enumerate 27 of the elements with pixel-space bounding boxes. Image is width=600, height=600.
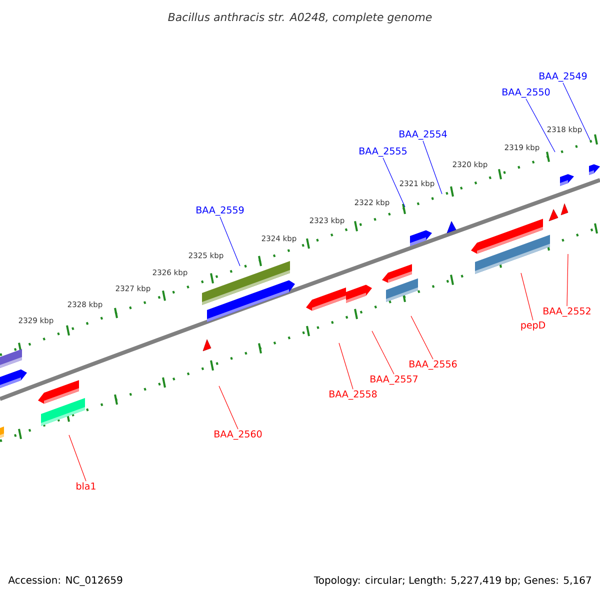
leader-line bbox=[410, 316, 434, 360]
gene-label: pepD bbox=[521, 322, 546, 330]
gene-label: BAA_2560 bbox=[214, 430, 262, 440]
gene-label: BAA_2554 bbox=[400, 130, 447, 140]
gene-label: BAA_2550 bbox=[502, 88, 550, 98]
leader-line bbox=[218, 386, 238, 430]
footer-text: Accession: NC_012659 bbox=[8, 576, 122, 586]
gene-label: bla1 bbox=[76, 482, 96, 490]
leader-line bbox=[566, 254, 568, 306]
title: Bacillus anthracis str. A0248, complete genome bbox=[168, 12, 432, 24]
leader-line bbox=[372, 330, 394, 374]
leader-line bbox=[520, 272, 534, 321]
leader-line bbox=[422, 140, 442, 194]
gene-label: BAA_2552 bbox=[544, 307, 590, 317]
gene-label: BAA_2557 bbox=[370, 375, 418, 385]
leader-line bbox=[68, 434, 86, 482]
footer-text: Topology: circular; Length: 5,227,419 bp; Genes: 5,167 bbox=[314, 576, 591, 586]
gene-label: BAA_2556 bbox=[410, 360, 457, 370]
gene-label: BAA_2558 bbox=[330, 390, 377, 400]
gene-label: BAA_2555 bbox=[360, 147, 407, 157]
leader-line bbox=[526, 98, 556, 152]
leader-line bbox=[338, 342, 354, 390]
leader-line bbox=[220, 216, 240, 266]
gene-label: BAA_2559 bbox=[196, 206, 244, 216]
gene-label: BAA_2549 bbox=[540, 72, 587, 82]
leader-line bbox=[382, 158, 406, 208]
leader-line bbox=[562, 82, 590, 140]
